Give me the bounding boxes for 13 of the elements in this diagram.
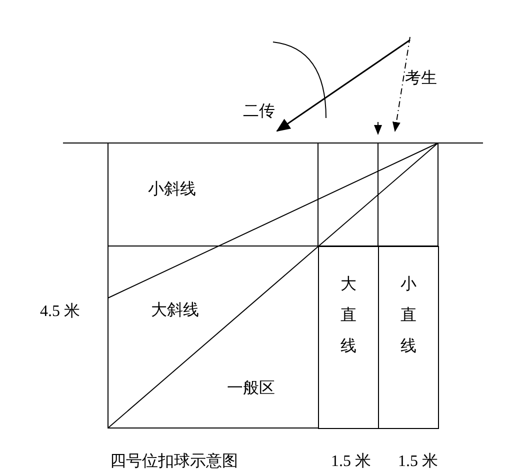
zone-label: 一般区	[227, 380, 275, 398]
zone-label: 小斜线	[148, 181, 196, 199]
dimension-label: 4.5 米	[40, 303, 80, 321]
person-label: 考生	[405, 70, 437, 88]
zone-label: 大斜线	[151, 302, 199, 320]
zone-box	[378, 246, 439, 429]
zone-label: 小直线	[400, 274, 417, 357]
dimension-label: 1.5 米	[331, 453, 371, 471]
arrow-label: 二传	[243, 103, 275, 121]
dimension-label: 1.5 米	[398, 453, 438, 471]
caption: 四号位扣球示意图	[110, 453, 238, 471]
zone-box	[318, 246, 379, 429]
zone-label: 大直线	[340, 274, 357, 357]
